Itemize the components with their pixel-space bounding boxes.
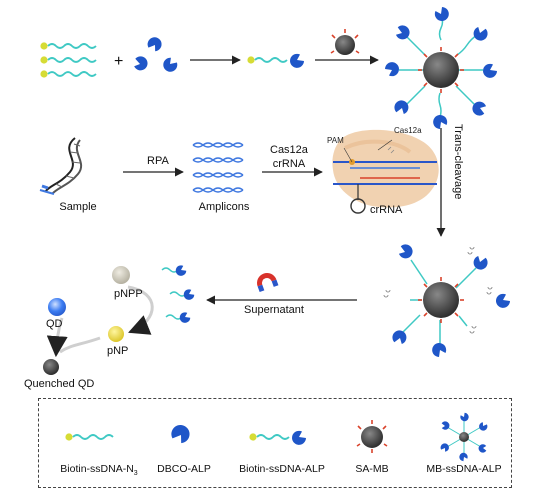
pnpp-ball <box>112 266 130 284</box>
biotin-ssdna-n3-group <box>40 42 97 78</box>
alp-enzyme-icon <box>290 53 304 68</box>
alp-enzyme-icon <box>175 265 187 276</box>
label-cas12a-protein: Cas12a <box>394 126 422 135</box>
legend-label-mb-ssdna-alp: MB-ssDNA-ALP <box>426 463 502 475</box>
arrow-qd-to-quenched <box>46 317 68 358</box>
label-amplicons: Amplicons <box>198 201 250 213</box>
released-alp <box>169 289 195 300</box>
label-pnpp: pNPP <box>114 288 143 300</box>
legend-label-biotin-ssdna-n3: Biotin-ssDNA-N3 <box>60 463 138 478</box>
label-rpa: RPA <box>147 155 169 167</box>
label-trans-cleavage: Trans-cleavage <box>452 124 464 200</box>
magnetic-bead <box>423 282 459 318</box>
label-qd: QD <box>46 318 63 330</box>
released-alp-group <box>161 265 195 323</box>
alp-enzyme-icon <box>292 430 306 445</box>
arrow-pnp-quench <box>59 336 101 354</box>
crrna-loop <box>350 198 366 214</box>
alp-enzyme-icon <box>130 53 151 74</box>
alp-enzyme-icon <box>433 115 448 129</box>
pnp-ball <box>108 326 124 342</box>
alp-enzyme-icon <box>432 343 447 357</box>
alp-enzyme-icon <box>391 97 412 118</box>
qd-ball <box>48 298 66 316</box>
alp-enzyme-icon <box>179 312 191 323</box>
label-cas12a-crrna: Cas12a crRNA <box>270 143 308 171</box>
legend-canvas <box>65 412 489 462</box>
alp-enzyme-icon <box>145 34 165 54</box>
alp-enzyme-icon <box>183 289 195 300</box>
mb-ssdna-alp-assembly <box>385 7 497 129</box>
arrow-pnpp-to-pnp <box>127 285 154 335</box>
label-supernatant: Supernatant <box>244 304 304 316</box>
label-crrna-reagent: crRNA <box>272 158 306 170</box>
alp-enzyme-icon <box>161 55 180 74</box>
biotin-ssdna-alp-conjugate <box>247 53 304 68</box>
label-quenched-qd: Quenched QD <box>24 378 95 390</box>
biotin-ssdna-strand <box>40 56 97 64</box>
dbco-alp-group <box>130 34 180 74</box>
legend-box: Biotin-ssDNA-N3 DBCO-ALP Biotin-ssDNA-AL… <box>38 398 512 488</box>
legend-label-dbco-alp: DBCO-ALP <box>157 463 211 475</box>
legend-swatch-biotin-ssdna-alp <box>249 430 306 445</box>
sample-dna-icon <box>39 137 83 195</box>
legend-swatch-biotin-ssdna-n3 <box>65 433 114 441</box>
cleaved-mb-assembly <box>383 241 510 357</box>
biotin-ssdna-strand <box>40 70 97 78</box>
label-sample: Sample <box>59 201 97 213</box>
alp-enzyme-icon <box>434 7 449 21</box>
legend-swatch-mb-ssdna-alp <box>439 412 489 462</box>
alp-enzyme-icon <box>395 241 416 262</box>
plus-sign: + <box>114 53 123 70</box>
label-pam: PAM <box>327 136 344 145</box>
legend-label-sa-mb: SA-MB <box>355 463 389 475</box>
alp-enzyme-icon <box>496 293 510 308</box>
legend-swatch-sa-mb <box>356 420 388 453</box>
magnetic-bead <box>423 52 459 88</box>
magnet-icon <box>257 273 279 293</box>
quenched-qd-ball <box>43 359 59 375</box>
amplicons-icon <box>192 142 244 193</box>
alp-enzyme-icon <box>385 62 399 77</box>
label-cas12a: Cas12a <box>270 144 308 156</box>
alp-enzyme-icon <box>389 327 410 348</box>
released-alp <box>161 265 187 276</box>
alp-enzyme-icon <box>470 23 491 44</box>
label-crrna: crRNA <box>370 204 403 216</box>
label-pnp: pNP <box>107 345 129 357</box>
alp-enzyme-icon <box>168 421 193 447</box>
released-alp <box>165 312 191 323</box>
sa-mb-bead-top <box>330 29 360 55</box>
biotin-ssdna-strand <box>40 42 97 50</box>
legend-swatch-dbco-alp <box>168 421 193 447</box>
cas12a-complex <box>332 129 439 214</box>
alp-enzyme-icon <box>483 63 497 78</box>
legend-label-biotin-ssdna-alp: Biotin-ssDNA-ALP <box>239 463 325 475</box>
